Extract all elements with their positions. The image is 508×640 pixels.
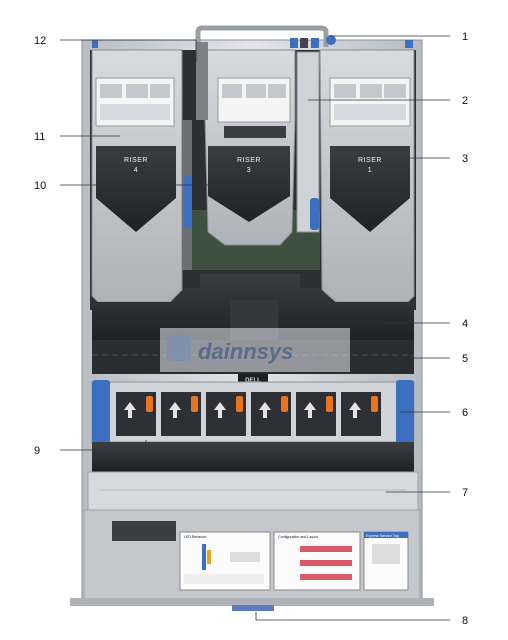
callout-7: 7: [462, 487, 468, 499]
callout-10: 10: [34, 180, 46, 192]
dell-badge-text: DELL: [245, 378, 261, 384]
airflow-arrow-icon: [214, 402, 226, 418]
dell-badge: [238, 374, 268, 384]
callout-5: 5: [462, 353, 468, 365]
leader-lines: [60, 35, 450, 621]
callout-8: 8: [462, 615, 468, 627]
callout-9: 9: [34, 445, 40, 457]
riser-slot-bar: [296, 51, 320, 233]
callout-11: 11: [34, 131, 45, 143]
front-edge: [70, 598, 434, 606]
riser-1-number: 1: [368, 167, 372, 174]
riser-3-number: 3: [247, 167, 251, 174]
callout-4: 4: [462, 318, 468, 330]
fan-release-tab: [326, 396, 333, 412]
riser-cage-1: [310, 49, 415, 303]
riser-3-title: RISER: [237, 157, 261, 164]
service-tag-pull: [232, 605, 274, 611]
fan-release-tab: [191, 396, 198, 412]
fan-release-tab: [236, 396, 243, 412]
drive-bay-cover: [87, 471, 419, 511]
airflow-arrow-icon: [259, 402, 271, 418]
airflow-arrow-icon: [304, 402, 316, 418]
airflow-arrow-icon: [349, 402, 361, 418]
fan-release-tab: [281, 396, 288, 412]
watermark-logo-icon: [167, 335, 191, 361]
service-label-sheet: LED Behavior Configuration and Layout Ex…: [112, 521, 409, 591]
airflow-arrow-icon: [169, 402, 181, 418]
riser-4-title: RISER: [124, 157, 148, 164]
watermark-brand: dainnsys: [198, 339, 293, 364]
callout-12: 12: [34, 35, 46, 47]
fan-cage-left-clip: [92, 380, 110, 444]
callout-6: 6: [462, 407, 468, 419]
express-service-tag-title: Express Service Tag: [366, 534, 399, 538]
rear-connectors: [92, 35, 413, 48]
config-layout-title: Configuration and Layout: [278, 535, 318, 539]
callout-3: 3: [462, 153, 468, 165]
top-handle: [195, 25, 329, 47]
drive-backplane: [92, 442, 414, 472]
riser-4-number: 4: [134, 167, 138, 174]
riser-1-title: RISER: [358, 157, 382, 164]
fan-release-tab: [371, 396, 378, 412]
callout-1: 1: [462, 31, 468, 43]
watermark: dainnsys: [160, 328, 350, 372]
callout-2: 2: [462, 95, 468, 107]
fan-release-tab: [146, 396, 153, 412]
led-behavior-title: LED Behavior: [184, 535, 207, 539]
riser-cage-3: [196, 42, 296, 246]
fan-row: [116, 392, 381, 436]
latch-lever: [196, 42, 208, 120]
airflow-arrow-icon: [124, 402, 136, 418]
riser-cage-4: [91, 49, 192, 303]
